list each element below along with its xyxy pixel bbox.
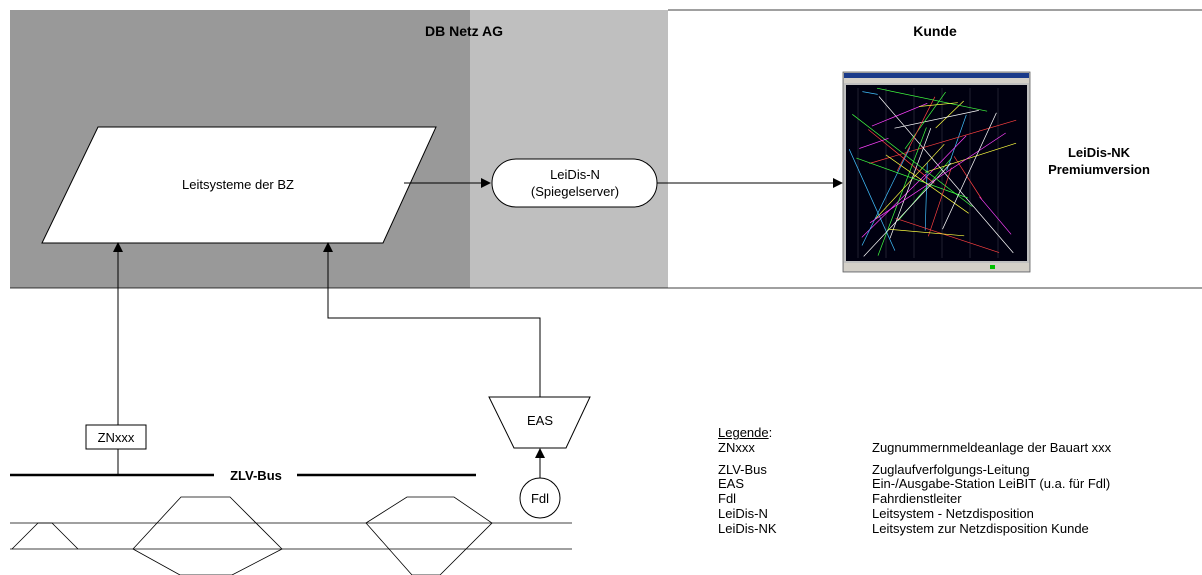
- screenshot-trainpath: [869, 132, 1006, 224]
- screenshot-trainpath: [953, 156, 982, 200]
- screenshot-trainpath: [888, 228, 965, 237]
- legend-item-desc: Fahrdienstleiter: [872, 491, 962, 507]
- legend-rows: ZNxxx Zugnummernmeldeanlage der Bauart xx…: [718, 439, 1112, 537]
- screenshot-trainpath: [852, 114, 973, 207]
- leidis-nk-label-2: Premiumversion: [1048, 162, 1150, 177]
- screenshot-trainpath: [885, 154, 969, 214]
- legend-title-colon: :: [768, 425, 773, 440]
- screenshot-trainpath: [895, 217, 1000, 253]
- legend: Legende: ZNxxx Zugnummernmeldeanlage der …: [718, 425, 1112, 537]
- znxxx-node: [85, 424, 147, 450]
- screenshot-trainpath: [894, 110, 979, 129]
- legend-item-desc: Leitsystem zur Netzdisposition Kunde: [872, 520, 1089, 536]
- fdl-node: [519, 477, 561, 519]
- screenshot-trainpath: [856, 157, 968, 199]
- screenshot-trainpath: [877, 127, 927, 256]
- legend-item: LeiDis-N Leitsystem - Netzdisposition: [718, 505, 1111, 522]
- leidis-nk-label-1: LeiDis-NK: [1068, 145, 1131, 160]
- screenshot-trainpath: [942, 112, 997, 230]
- screenshot-trainpath: [921, 135, 967, 182]
- screenshot-trainpath: [861, 173, 927, 238]
- db-netz-zone-light: [470, 10, 668, 288]
- screenshot-trainpath: [924, 142, 1017, 173]
- legend-item-abbr: Fdl: [718, 491, 737, 507]
- track-layout: [10, 496, 572, 575]
- eas-label: EAS: [527, 413, 553, 428]
- screenshot-trainpath: [927, 167, 952, 237]
- screenshot-trainpath: [871, 102, 928, 127]
- legend-item: Fdl Fahrdienstleiter: [718, 491, 1111, 507]
- screenshot-trainpath: [868, 129, 935, 184]
- screenshot-trainpath: [862, 91, 878, 95]
- db-netz-title: DB Netz AG: [425, 23, 503, 39]
- legend-item-desc: Zugnummernmeldeanlage der Bauart xxx: [872, 439, 1112, 455]
- arrow-eas-to-leitsysteme: [323, 242, 541, 397]
- screenshot-trainpath: [889, 127, 932, 239]
- screenshot-plot-area: [846, 85, 1027, 261]
- screenshot-trainpath: [896, 96, 936, 172]
- legend-item: ZLV-Bus Zuglaufverfolgungs-Leitung: [718, 461, 1111, 478]
- leitsysteme-node: [41, 126, 437, 244]
- legend-item-abbr: LeiDis-NK: [718, 520, 777, 536]
- legend-item-abbr: LeiDis-N: [718, 505, 768, 521]
- screenshot-trainpath: [924, 162, 928, 231]
- leidis-n-label-2: (Spiegelserver): [531, 184, 619, 199]
- screenshot-trainpath: [861, 147, 911, 246]
- screenshot-title-bar: [844, 73, 1029, 78]
- legend-item-desc: Zuglaufverfolgungs-Leitung: [872, 461, 1030, 477]
- screenshot-trainpath: [946, 114, 967, 171]
- leidis-n-label-1: LeiDis-N: [550, 167, 600, 182]
- legend-item: LeiDis-NK Leitsystem zur Netzdisposition …: [718, 520, 1111, 537]
- leidis-nk-screenshot: [842, 71, 1031, 273]
- screenshot-menu-bar: [844, 78, 1029, 83]
- legend-item-abbr: ZLV-Bus: [718, 461, 767, 477]
- legend-item-desc: Ein-/Ausgabe-Station LeiBIT (u.a. für Fd…: [872, 476, 1111, 492]
- kunde-title: Kunde: [913, 23, 957, 39]
- legend-item: ZNxxx Zugnummernmeldeanlage der Bauart xx…: [718, 439, 1112, 456]
- legend-item-abbr: EAS: [718, 476, 745, 492]
- screenshot-trainpath: [859, 137, 889, 149]
- screenshot-trainpath: [904, 91, 946, 150]
- screenshot-trainpath: [874, 143, 945, 220]
- screenshot-trainpath: [918, 102, 958, 107]
- znxxx-label: ZNxxx: [98, 430, 135, 445]
- fdl-label: Fdl: [531, 491, 549, 506]
- screenshot-trainpath: [876, 87, 988, 112]
- legend-item-desc: Leitsystem - Netzdisposition: [872, 505, 1034, 521]
- leitsysteme-label: Leitsysteme der BZ: [182, 177, 294, 192]
- legend-item-abbr: ZNxxx: [718, 439, 755, 455]
- zlv-bus-label: ZLV-Bus: [230, 468, 282, 483]
- screenshot-trainpath: [878, 96, 1014, 254]
- eas-node: [488, 396, 591, 449]
- screenshot-trainpath: [869, 119, 1017, 164]
- legend-item: EAS Ein-/Ausgabe-Station LeiBIT (u.a. für…: [718, 477, 1111, 492]
- screenshot-status-bar: [844, 263, 1029, 271]
- screenshot-trainpath: [979, 196, 1012, 235]
- legend-title: Legende: [718, 425, 769, 440]
- screenshot-trainpath: [848, 149, 896, 251]
